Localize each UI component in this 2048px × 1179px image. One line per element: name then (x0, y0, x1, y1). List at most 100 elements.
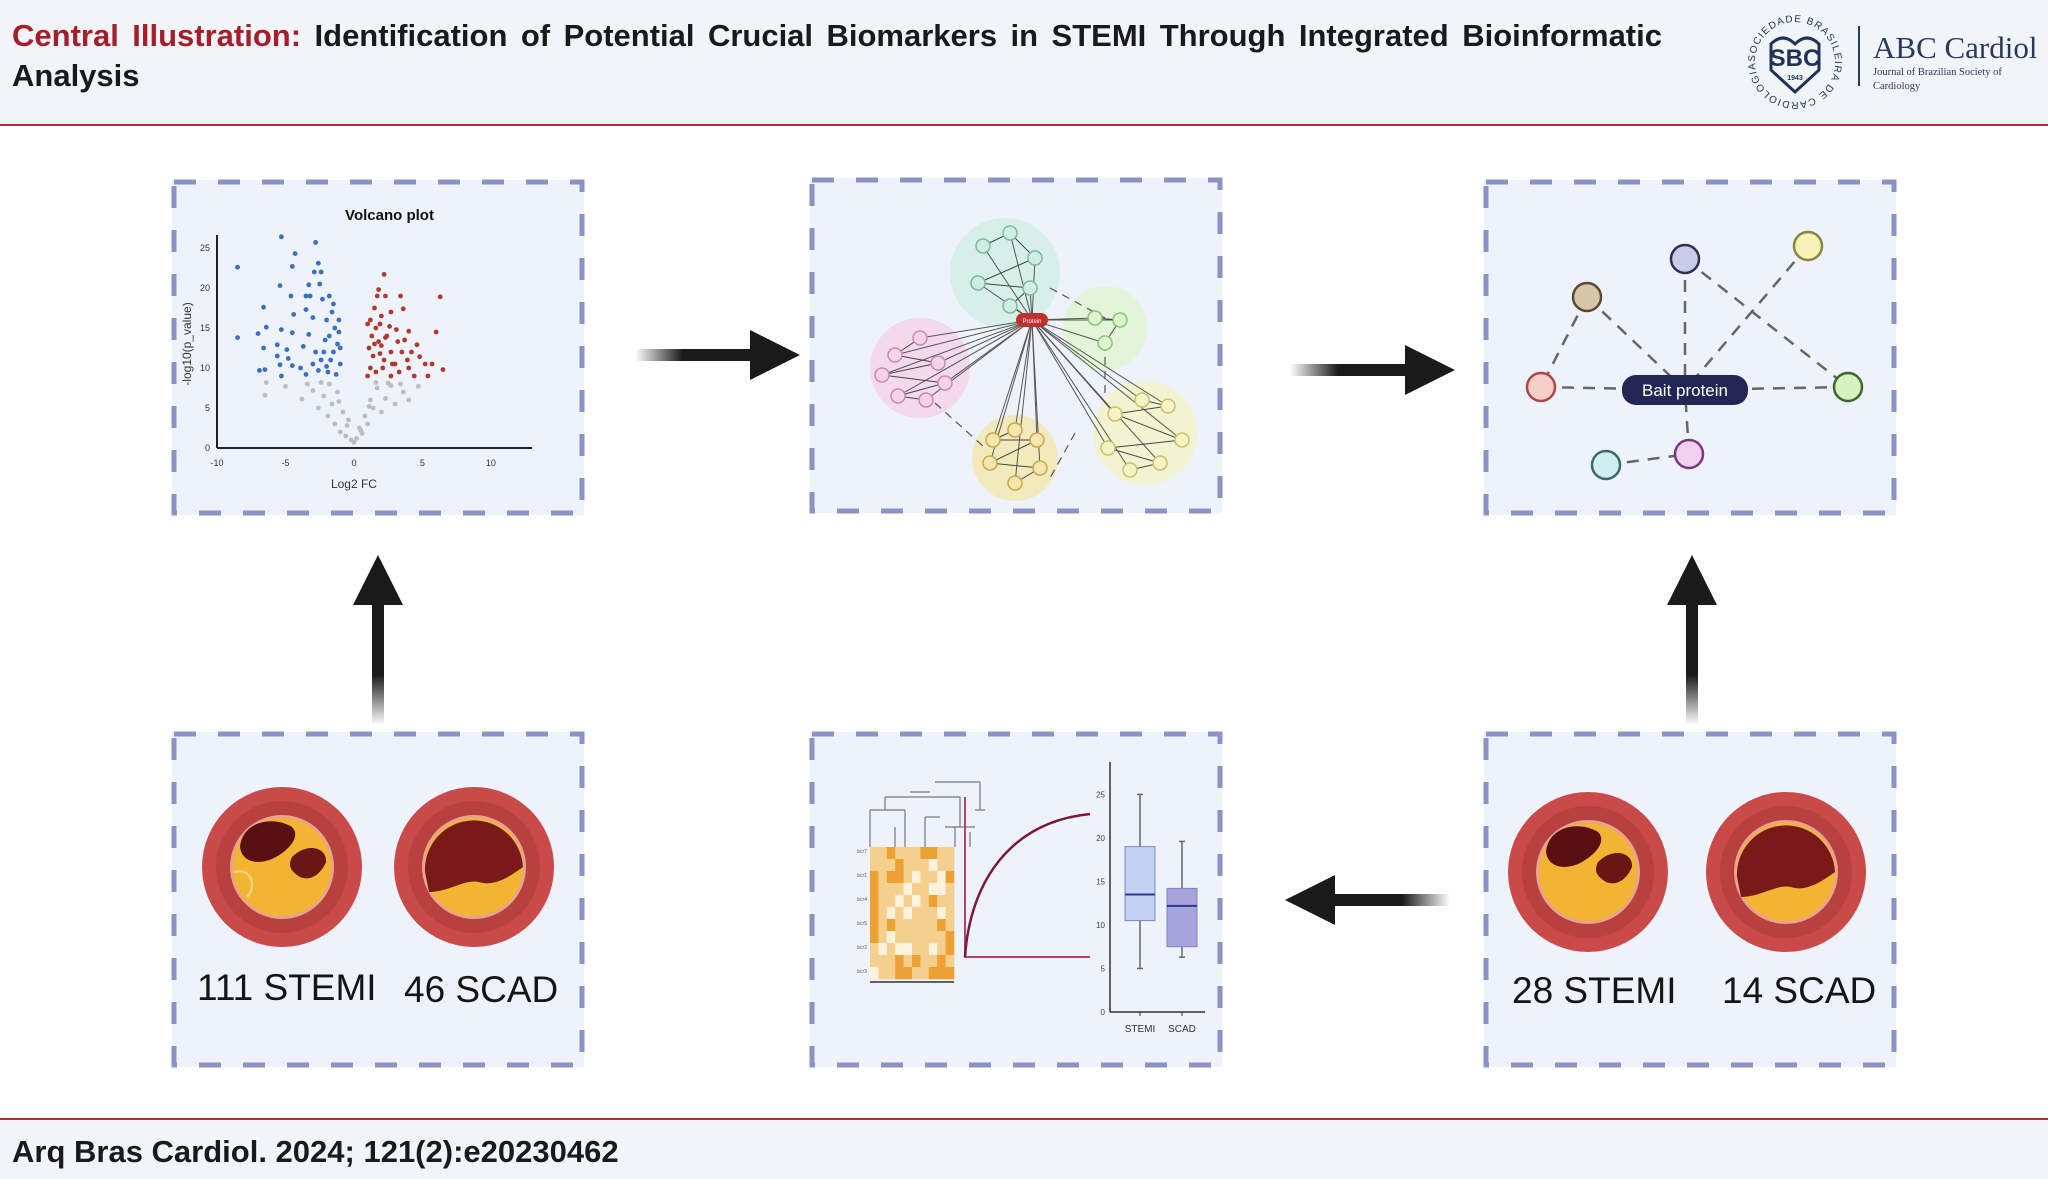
heatmap-cell (928, 871, 938, 884)
title-prefix: Central Illustration: (12, 18, 302, 53)
data-point-down (318, 269, 324, 275)
heatmap-cell (937, 931, 946, 944)
cluster-edge (977, 282, 1031, 289)
data-point-ns (346, 417, 351, 423)
footer: Arq Bras Cardiol. 2024; 121(2):e20230462 (0, 1118, 2048, 1179)
dashed-edge (1540, 385, 1686, 392)
data-point-down (310, 361, 316, 367)
artery-thrombus-icon (202, 787, 362, 947)
journal-name: ABC Cardiol (1873, 30, 2038, 65)
data-point-ns (325, 413, 331, 419)
data-point-up (370, 353, 376, 359)
heatmap-cell (945, 847, 955, 860)
data-point-down (310, 315, 316, 320)
panel-dashed-border (171, 179, 585, 516)
heatmap-row-label: bcr2 (857, 945, 867, 951)
heatmap-cell (928, 859, 938, 872)
protein-node (1007, 422, 1023, 438)
heatmap-cell (920, 967, 930, 980)
heatmap-cell (928, 943, 938, 956)
heatmap-cell (895, 859, 904, 872)
protein-node (1027, 250, 1043, 266)
y-tick-label: 25 (200, 243, 210, 253)
data-point-up (429, 361, 435, 367)
data-point-ns (373, 380, 379, 385)
heatmap-cell (895, 895, 904, 908)
box-y-tick: 20 (1096, 834, 1105, 843)
network-edge (1031, 319, 1109, 449)
cluster-edge (977, 257, 1036, 284)
data-point-up (395, 339, 401, 344)
network-edge (1031, 319, 1161, 464)
heatmap-cell (903, 931, 913, 944)
interactor-node (1673, 438, 1705, 470)
cluster-edge (897, 382, 946, 397)
data-point-down (261, 304, 266, 310)
data-point-ns (374, 385, 380, 391)
x-axis-label: Log2 FC (331, 477, 377, 491)
data-point-down (315, 368, 321, 373)
box-category-label: SCAD (1168, 1024, 1196, 1035)
heatmap-row-label: bcr1 (857, 873, 867, 879)
protein-node (937, 375, 953, 391)
data-point-ns (354, 436, 360, 441)
interactor-node (1669, 243, 1701, 275)
data-point-ns (367, 397, 373, 403)
data-point-ns (337, 429, 343, 435)
data-point-ns (310, 388, 316, 393)
data-point-down (331, 301, 336, 307)
seal-center: SBC (1770, 45, 1821, 72)
data-point-ns (332, 421, 338, 427)
protein-node (1100, 440, 1116, 456)
data-point-ns (283, 384, 288, 389)
data-point-up (367, 317, 373, 323)
heatmap-cell (895, 943, 904, 956)
data-point-up (374, 293, 380, 299)
y-tick-label: 5 (205, 403, 210, 413)
data-point-ns (318, 380, 324, 385)
heatmap-cell (886, 955, 896, 968)
dashed-edge (1049, 432, 1076, 479)
y-tick-label: 0 (205, 443, 210, 453)
protein-network-diagram: Protein (870, 218, 1197, 501)
heatmap-cell (920, 871, 930, 884)
data-point-down (318, 357, 324, 363)
data-point-up (384, 333, 390, 339)
border-rect (171, 731, 585, 1068)
heatmap-cell (903, 883, 913, 896)
dashed-edge (1586, 296, 1686, 391)
data-point-down (298, 365, 303, 371)
heatmap-cell (895, 883, 904, 896)
data-point-down (321, 349, 327, 355)
data-point-ns (262, 392, 268, 398)
sbc-seal-logo: SOCIEDADE BRASILEIRA DE CARDIOLOGIA SBC … (1747, 14, 1842, 110)
y-axis-label: -log10(p_value) (180, 302, 194, 385)
protein-node (1002, 225, 1018, 241)
heatmap-cell (870, 847, 879, 860)
network-edge (1031, 319, 1143, 401)
data-point-ns (263, 380, 269, 385)
heatmap-cell (870, 871, 879, 884)
heatmap-cell (937, 871, 946, 884)
data-point-down (277, 362, 283, 368)
data-point-down (257, 368, 262, 373)
data-point-down (235, 335, 240, 340)
data-point-ns (335, 389, 340, 395)
data-point-down (337, 345, 343, 351)
saturation-curve (963, 812, 1091, 958)
network-edge (1014, 319, 1033, 484)
heatmap-cell (895, 847, 904, 860)
data-point-up (406, 365, 412, 371)
protein-node (918, 392, 934, 408)
data-point-up (433, 329, 439, 335)
network-edge (894, 319, 1033, 356)
heatmap-cell (878, 943, 888, 956)
data-point-up (365, 321, 371, 327)
heatmap-cell (928, 907, 938, 920)
network-edge (881, 319, 1033, 376)
data-point-up (388, 373, 394, 379)
y-tick-label: 15 (200, 323, 210, 333)
heatmap-cell (937, 943, 946, 956)
heatmap-cell (895, 931, 904, 944)
